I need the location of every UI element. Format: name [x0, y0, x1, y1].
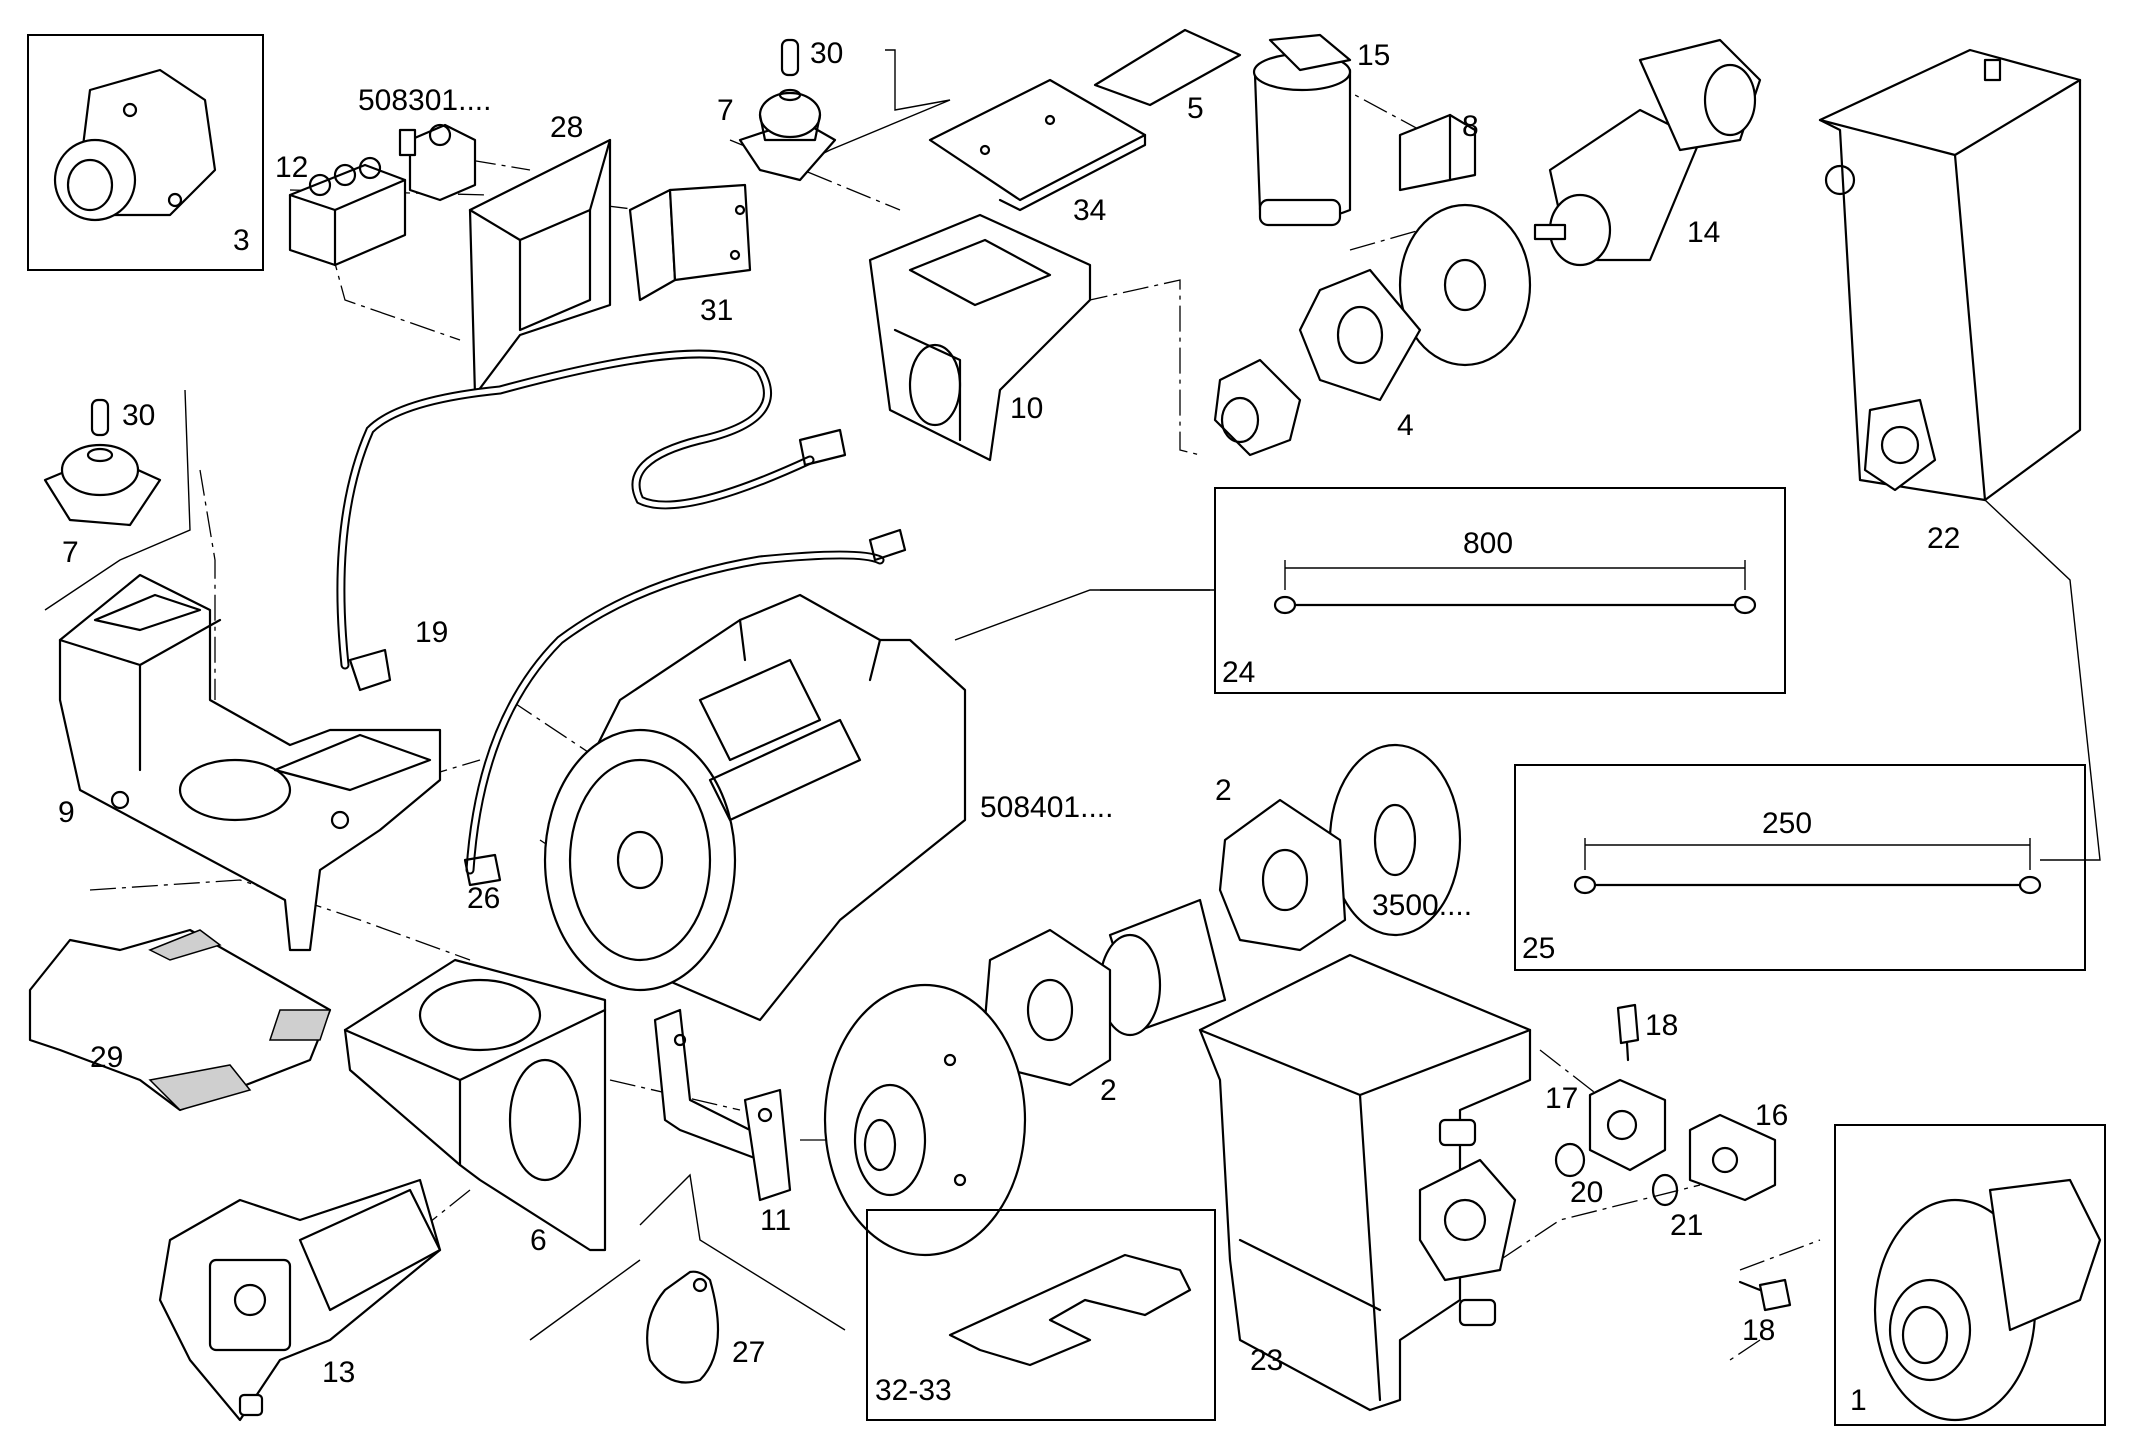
callout-12: 12: [275, 151, 308, 184]
callout-4: 4: [1397, 409, 1414, 442]
callout-23: 23: [1250, 1344, 1283, 1377]
part-6-bracket: [343, 958, 607, 1252]
callout-26: 26: [467, 882, 500, 915]
part-14-motor: [1533, 38, 1762, 267]
callout-30-top: 30: [810, 37, 843, 70]
part-8-bracket: [1398, 113, 1477, 192]
callout-28: 28: [550, 111, 583, 144]
callout-8: 8: [1462, 110, 1479, 143]
callout-16: 16: [1755, 1099, 1788, 1132]
callout-5: 5: [1187, 92, 1204, 125]
hose-assemblies: [336, 349, 907, 887]
part-13-motor: [158, 1178, 442, 1422]
part-10-housing: [868, 213, 1092, 462]
callout-11: 11: [760, 1204, 791, 1237]
callout-25: 25: [1522, 932, 1555, 965]
part-22-tank: [1818, 48, 2082, 502]
generator-508401: [543, 593, 967, 1022]
part-9-frame: [58, 573, 442, 952]
callout-20: 20: [1570, 1176, 1603, 1209]
callout-24: 24: [1222, 656, 1255, 689]
flange-disc: [823, 983, 1027, 1257]
part-15-filter: [1252, 33, 1352, 227]
callout-6: 6: [530, 1224, 547, 1257]
part-number-508301: 508301....: [358, 84, 491, 117]
callout-17: 17: [1545, 1082, 1578, 1115]
callout-15: 15: [1357, 39, 1390, 72]
part-12-valve-block: [288, 123, 477, 267]
part-31-angle: [628, 183, 752, 302]
part-number-508401: 508401....: [980, 791, 1113, 824]
callout-29: 29: [90, 1041, 123, 1074]
callout-27: 27: [732, 1336, 765, 1369]
part-32-33-box: [866, 1209, 1216, 1421]
part-5-gasket: [1093, 28, 1242, 107]
part-4-coupling: [1213, 203, 1532, 457]
fitting-parts: [1554, 1003, 1792, 1312]
callout-2-upper: 2: [1215, 774, 1232, 807]
callout-14: 14: [1687, 216, 1720, 249]
part-7-mount-left: [43, 398, 162, 527]
callout-2-lower: 2: [1100, 1074, 1117, 1107]
callout-18-bottom: 18: [1742, 1314, 1775, 1347]
callout-18-top: 18: [1645, 1009, 1678, 1042]
callout-32-33: 32-33: [875, 1374, 952, 1407]
part-27-clip: [646, 1270, 720, 1384]
callout-9: 9: [58, 796, 75, 829]
part-1-box: [1834, 1124, 2106, 1426]
callout-31: 31: [700, 294, 733, 327]
callout-30-left: 30: [122, 399, 155, 432]
cable-25-box: [1514, 764, 2086, 971]
part-34-plate: [928, 78, 1147, 212]
callout-10: 10: [1010, 392, 1043, 425]
callout-22: 22: [1927, 522, 1960, 555]
callout-3: 3: [233, 224, 250, 257]
part-11-bracket: [653, 1008, 792, 1202]
callout-1: 1: [1850, 1384, 1867, 1417]
part-number-3500: 3500....: [1372, 889, 1472, 922]
callout-7-top: 7: [717, 94, 734, 127]
callout-21: 21: [1670, 1209, 1703, 1242]
dimension-800: 800: [1463, 527, 1513, 560]
callout-19: 19: [415, 616, 448, 649]
callout-34: 34: [1073, 194, 1106, 227]
dimension-250: 250: [1762, 807, 1812, 840]
part-28-bracket: [468, 138, 612, 397]
part-7-mount-top: [738, 38, 837, 182]
part-3-hub: [27, 34, 264, 271]
part-2-coupling-set: [983, 743, 1462, 1087]
callout-13: 13: [322, 1356, 355, 1389]
callout-7-left: 7: [62, 536, 79, 569]
part-23-gearbox: [1198, 953, 1532, 1412]
part-29-tray: [28, 928, 332, 1112]
cable-24-box: [1100, 487, 1786, 694]
callout-labels: 1 2 2 3 4 5 6 7 7 8 9 10 11 12 13 14 15 …: [58, 37, 1960, 1417]
